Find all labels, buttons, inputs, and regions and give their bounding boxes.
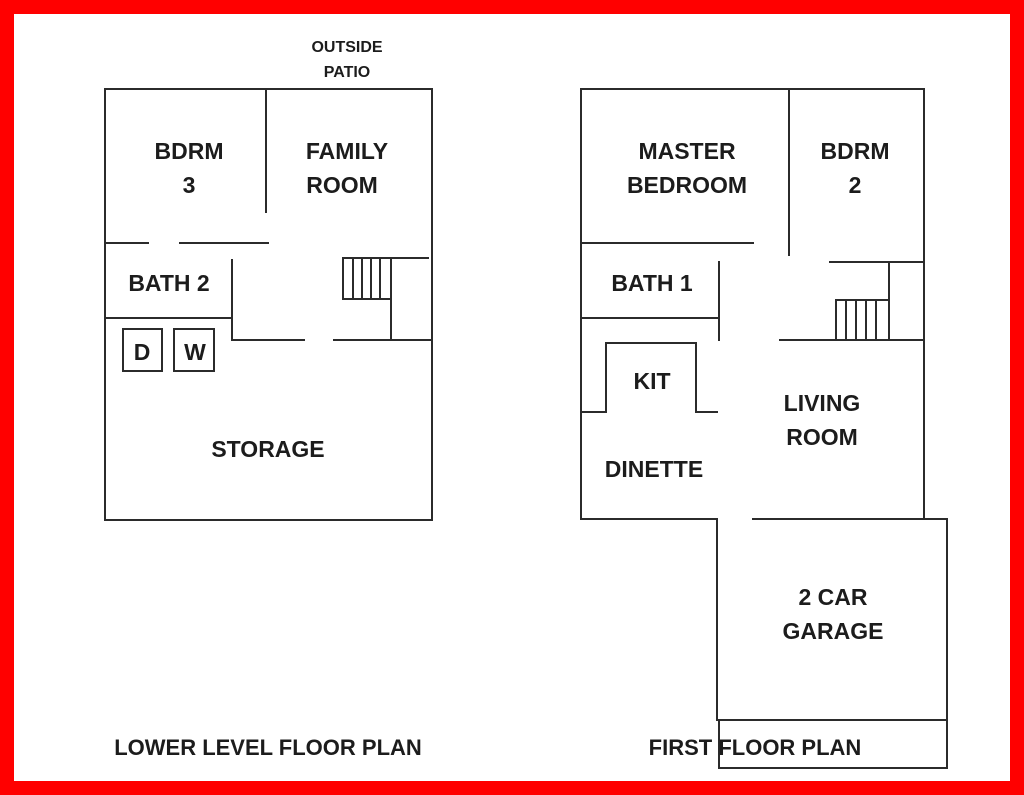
dinette-label: DINETTE xyxy=(605,456,703,482)
bdrm3-label-2: 3 xyxy=(183,172,196,198)
first-stairs xyxy=(779,261,925,341)
master-bedroom-label-2: BEDROOM xyxy=(627,172,747,198)
washer-box xyxy=(173,328,215,372)
family-room-label-1: FAMILY xyxy=(306,138,388,164)
kitchen-label: KIT xyxy=(633,368,670,394)
bdrm2-label-2: 2 xyxy=(849,172,862,198)
bath1-label: BATH 1 xyxy=(611,270,693,296)
bdrm3-label-1: BDRM xyxy=(155,138,224,164)
living-room-label-1: LIVING xyxy=(784,390,861,416)
storage-label: STORAGE xyxy=(211,436,324,462)
lower-level-title: LOWER LEVEL FLOOR PLAN xyxy=(114,735,422,760)
master-bedroom-label-1: MASTER xyxy=(638,138,736,164)
first-floor-plan: MASTER BEDROOM BDRM 2 BATH 1 KIT LIVING … xyxy=(580,88,948,769)
kitchen-counter xyxy=(580,342,718,413)
garage-label-2: GARAGE xyxy=(783,618,884,644)
living-room-label-2: ROOM xyxy=(786,424,858,450)
outside-patio-label-1: OUTSIDE xyxy=(311,39,382,56)
family-room-label-2: ROOM xyxy=(306,172,378,198)
dryer-label: D xyxy=(134,339,151,365)
lower-stairs xyxy=(342,257,429,341)
bath2-label: BATH 2 xyxy=(128,270,209,296)
washer-label: W xyxy=(184,339,206,365)
lower-level-plan: OUTSIDE PATIO BDRM 3 FAMILY ROOM BATH 2 … xyxy=(104,39,433,760)
lower-outer-walls xyxy=(104,88,433,521)
outside-patio-label-2: PATIO xyxy=(324,64,371,81)
bdrm2-label-1: BDRM xyxy=(821,138,890,164)
first-outer-walls xyxy=(580,88,925,520)
garage-label-1: 2 CAR xyxy=(798,584,867,610)
first-floor-title: FIRST FLOOR PLAN xyxy=(649,735,862,760)
dryer-box xyxy=(122,328,163,372)
